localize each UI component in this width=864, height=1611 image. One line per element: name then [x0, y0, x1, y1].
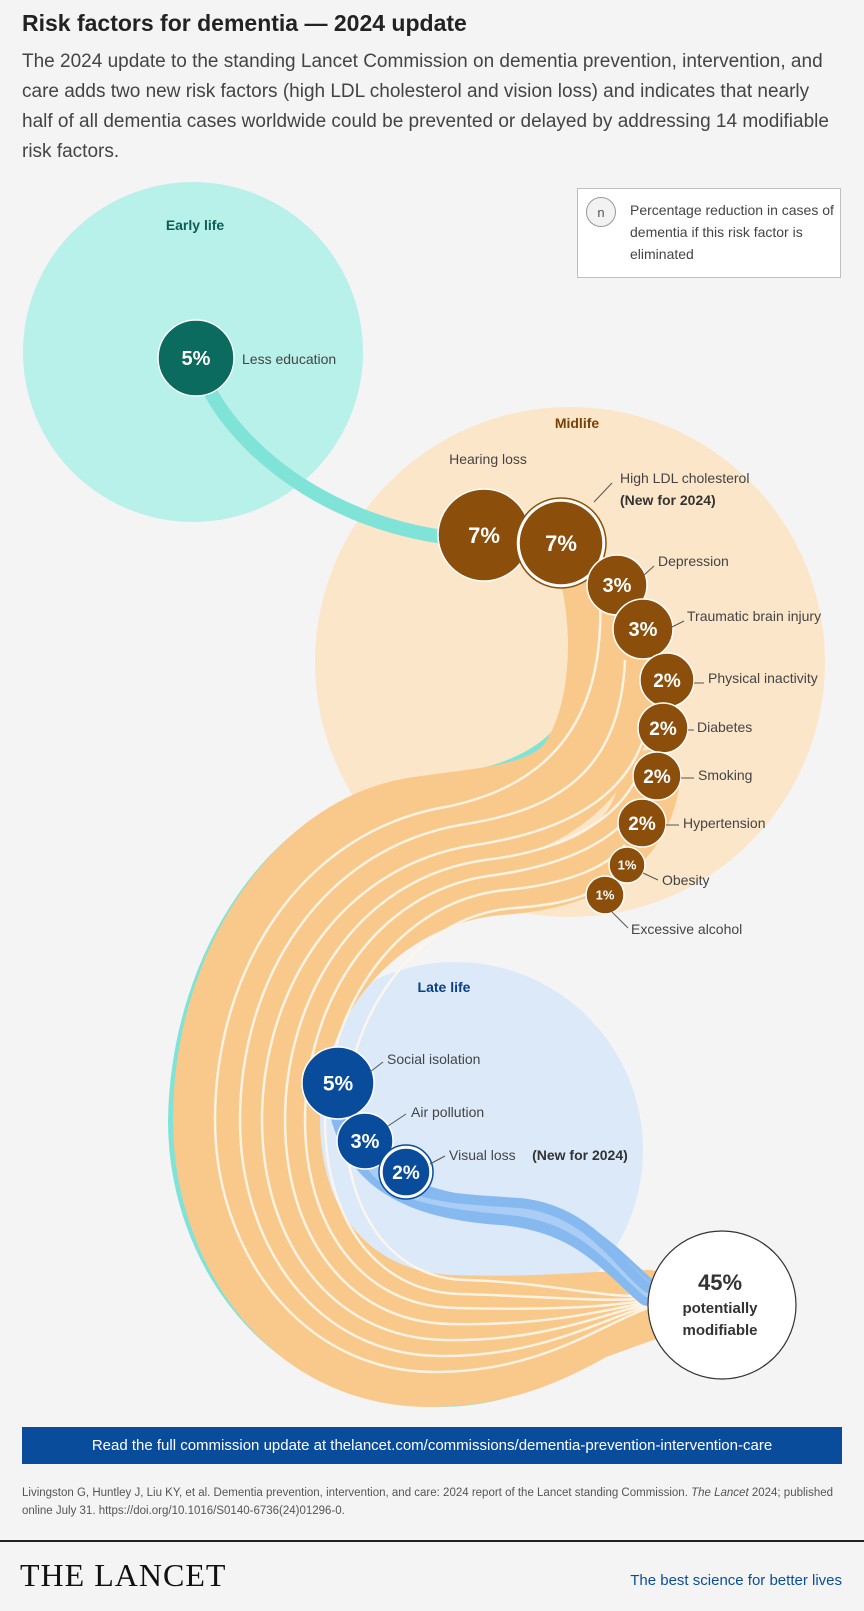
citation: Livingston G, Huntley J, Liu KY, et al. … — [22, 1484, 842, 1520]
risk-value: 5% — [182, 348, 211, 370]
risk-label: Hearing loss — [449, 451, 527, 467]
total-value: 45% — [698, 1270, 742, 1295]
risk-node-hearing-loss: 7% Hearing loss — [437, 451, 531, 582]
risk-label: Depression — [658, 553, 729, 569]
risk-label: Hypertension — [683, 815, 766, 831]
risk-value: 2% — [643, 767, 671, 788]
risk-bubble — [632, 751, 682, 801]
risk-node-visual-loss: 2% Visual loss (New for 2024) — [378, 1144, 628, 1200]
risk-node-depression: 3% Depression — [586, 553, 729, 616]
risk-value: 3% — [629, 619, 658, 641]
lancet-logo: THE LANCET — [20, 1557, 227, 1593]
page-title: Risk factors for dementia — 2024 update — [22, 10, 467, 36]
risk-value: 3% — [351, 1131, 380, 1153]
citation-journal: The Lancet — [691, 1487, 749, 1499]
risk-bubble — [585, 875, 625, 915]
risk-label: Visual loss — [449, 1147, 516, 1163]
risk-label: Excessive alcohol — [631, 921, 742, 937]
risk-value: 2% — [653, 671, 681, 692]
risk-node-excessive-alcohol: 1% Excessive alcohol — [585, 875, 742, 937]
label-leader-line — [611, 911, 629, 929]
citation-rest: 2024; published online July 31. https://… — [22, 1487, 834, 1517]
risk-node-diabetes: 2% Diabetes — [637, 702, 752, 754]
tagline: The best science for better lives — [630, 1572, 842, 1589]
risk-node-air-pollution: 3% Air pollution — [336, 1104, 484, 1170]
risk-bubble — [608, 846, 646, 884]
label-leader-line — [642, 565, 655, 577]
risk-label: Social isolation — [387, 1051, 480, 1067]
risk-bubble — [301, 1046, 375, 1120]
late-life-stream-3 — [400, 1180, 653, 1293]
midlife-label: Midlife — [555, 415, 600, 431]
risk-label: Obesity — [662, 872, 709, 888]
legend-symbol: n — [586, 197, 616, 227]
risk-node-hypertension: 2% Hypertension — [617, 798, 766, 848]
midlife-stream-separators — [213, 599, 652, 1374]
risk-node-social-isolation: 5% Social isolation — [301, 1046, 480, 1120]
risk-value: 2% — [392, 1163, 420, 1184]
risk-label: Air pollution — [411, 1104, 484, 1120]
risk-label: Physical inactivity — [708, 670, 818, 686]
risk-label: Smoking — [698, 767, 752, 783]
risk-label: High LDL cholesterol — [620, 470, 749, 486]
intro-text: The 2024 update to the standing Lancet C… — [22, 51, 829, 162]
risk-node-physical-inactivity: 2% Physical inactivity — [639, 652, 818, 708]
legend-text: Percentage reduction in cases of dementi… — [630, 202, 834, 262]
label-leader-line — [671, 620, 685, 628]
risk-bubble — [157, 319, 235, 397]
new-for-2024-note: (New for 2024) — [620, 492, 716, 508]
risk-node-smoking: 2% Smoking — [632, 751, 752, 801]
risk-label: Traumatic brain injury — [687, 608, 821, 624]
risk-value: 1% — [596, 888, 615, 903]
new-for-2024-note: (New for 2024) — [532, 1147, 628, 1163]
risk-bubble — [617, 798, 667, 848]
risk-bubble — [518, 500, 604, 586]
risk-node-traumatic-brain-injury: 3% Traumatic brain injury — [612, 598, 821, 660]
citation-authors: Livingston G, Huntley J, Liu KY, et al. … — [22, 1487, 692, 1499]
risk-value: 7% — [468, 523, 500, 548]
risk-label: Less education — [242, 351, 336, 367]
risk-node-obesity: 1% Obesity — [608, 846, 709, 888]
early-life-label: Early life — [166, 217, 225, 233]
risk-node-less-education: 5% Less education — [157, 319, 336, 397]
risk-value: 7% — [545, 531, 577, 556]
footer-divider — [0, 1540, 864, 1542]
risk-value: 2% — [649, 719, 677, 740]
commission-link-banner[interactable]: Read the full commission update at thela… — [22, 1427, 842, 1464]
label-leader-line — [429, 1155, 446, 1165]
risk-bubble — [381, 1147, 431, 1197]
risk-value: 2% — [628, 814, 656, 835]
risk-value: 1% — [618, 858, 637, 873]
legend: n Percentage reduction in cases of demen… — [577, 188, 841, 278]
total-line1: potentially — [682, 1300, 758, 1317]
risk-value: 3% — [603, 575, 632, 597]
late-life-label: Late life — [418, 979, 471, 995]
label-leader-line — [387, 1113, 407, 1127]
label-leader-line — [642, 872, 659, 881]
risk-value: 5% — [323, 1073, 354, 1096]
label-leader-line — [593, 482, 613, 503]
total-circle — [647, 1230, 797, 1380]
risk-bubble — [612, 598, 674, 660]
risk-node-high-ldl-cholesterol: 7% High LDL cholesterol (New for 2024) — [515, 470, 749, 589]
total-line2: modifiable — [682, 1322, 757, 1339]
risk-factor-nodes: 5% Less education 7% Hearing loss 7% High LDL… — [157, 319, 821, 1200]
label-leader-line — [369, 1061, 384, 1073]
header: Risk factors for dementia — 2024 update … — [22, 10, 842, 167]
risk-bubble — [336, 1112, 394, 1170]
risk-label: Diabetes — [697, 719, 752, 735]
midlife-stream-band-2 — [199, 605, 683, 1386]
midlife-stream-band-3 — [259, 750, 680, 1336]
